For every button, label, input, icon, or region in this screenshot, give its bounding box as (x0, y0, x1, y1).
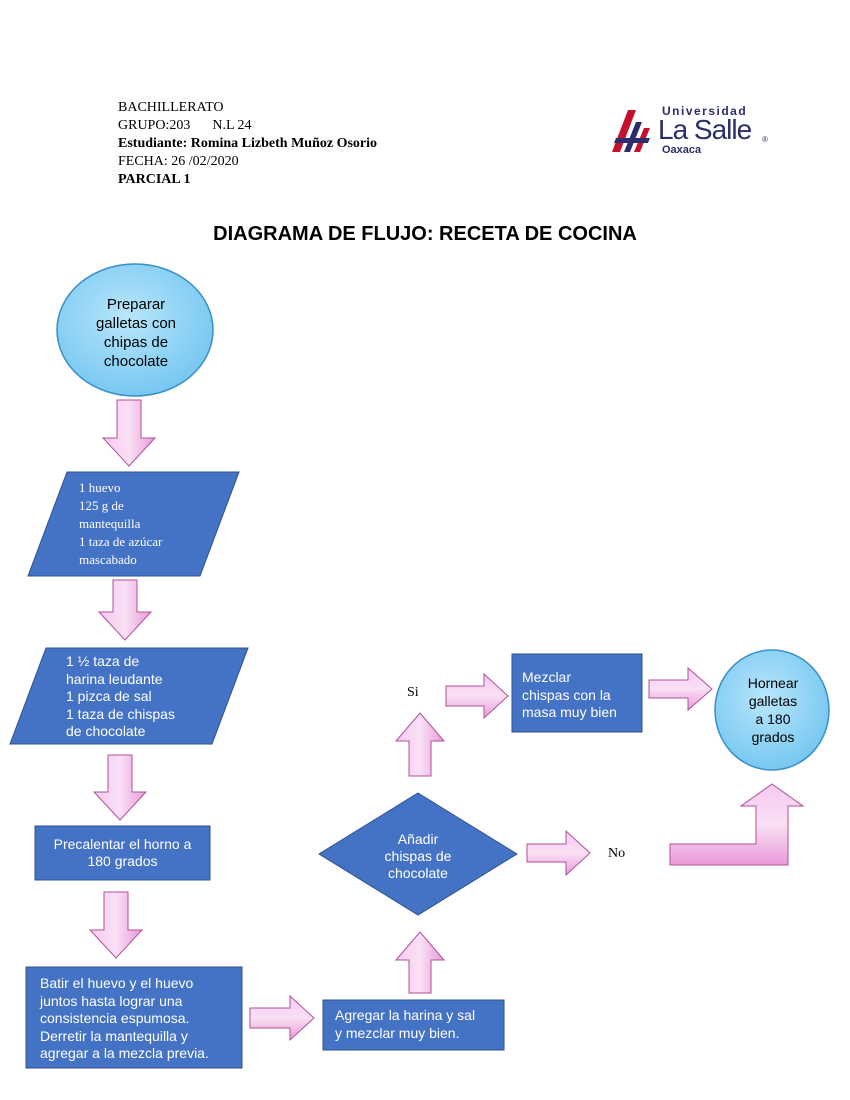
header-partial: PARCIAL 1 (118, 172, 191, 187)
header-student: Estudiante: Romina Lizbeth Muñoz Osorio (118, 136, 378, 151)
input1-line: 125 g de (79, 498, 124, 513)
preheat-process (34, 825, 211, 881)
start-line: Preparar (106, 296, 166, 313)
arrow-down-icon (92, 754, 148, 821)
bake-line: galletas (748, 693, 798, 709)
input2-line: 1 ½ taza de (66, 653, 140, 669)
no-label: No (608, 846, 626, 861)
arrow-right-icon (648, 666, 713, 712)
preheat-line: Precalentar el horno a (53, 836, 192, 852)
mix-process (511, 653, 643, 733)
arrow-down-icon (97, 579, 153, 641)
decision-line: Añadir (397, 830, 439, 847)
arrow-right-icon (526, 829, 591, 877)
input1-line: mascabado (79, 552, 137, 567)
header-level: BACHILLERATO (118, 100, 224, 115)
decision-label: Añadir chispas de chocolate (358, 828, 478, 884)
input1-line: mantequilla (79, 516, 141, 531)
la-salle-emblem-icon (612, 110, 650, 152)
start-label: Preparar galletas con chipas de chocolat… (80, 294, 192, 372)
input1-line: 1 taza de azúcar (79, 534, 163, 549)
decision-line: chispas de (384, 847, 452, 864)
beat-label: Batir el huevo y el huevo juntos hasta l… (40, 975, 240, 1063)
bake-line: a 180 (755, 711, 791, 727)
input1-line: 1 huevo (79, 480, 121, 495)
input2-line: 1 pizca de sal (66, 688, 152, 704)
decision-diamond (318, 792, 518, 916)
logo-universidad: Universidad (662, 104, 748, 118)
logo-registered: ® (762, 135, 768, 144)
header-list-number: N.L 24 (212, 118, 252, 133)
input-ingredients-1 (27, 471, 240, 577)
end-terminal (714, 649, 830, 771)
arrow-down-icon (101, 399, 157, 467)
add-flour-process (322, 999, 505, 1051)
start-line: chocolate (103, 353, 169, 370)
mix-line: masa muy bien (522, 704, 617, 720)
beat-line: agregar a la mezcla previa. (40, 1045, 209, 1061)
start-line: galletas con (95, 315, 177, 332)
logo-name: La Salle (658, 114, 752, 145)
bake-line: Hornear (747, 675, 799, 691)
arrow-right-icon (249, 994, 315, 1042)
arrow-up-icon (394, 712, 446, 777)
header-group-line: GRUPO:203 N.L 24 (118, 117, 377, 135)
mix-line: chispas con la (522, 686, 611, 703)
bent-arrow-up-icon (669, 783, 805, 866)
mix-line: Mezclar (522, 669, 572, 685)
start-line: chipas de (103, 334, 169, 351)
header-date: FECHA: 26 /02/2020 (118, 154, 239, 169)
bake-line: grados (751, 729, 795, 745)
header-info: BACHILLERATO GRUPO:203 N.L 24 Estudiante:… (118, 99, 377, 189)
add-flour-line: y mezclar muy bien. (335, 1024, 460, 1041)
yes-label: Si (407, 685, 419, 700)
preheat-label: Precalentar el horno a 180 grados (35, 826, 210, 880)
add-flour-line: Agregar la harina y sal (335, 1007, 476, 1023)
input2-line: 1 taza de chispas (66, 705, 175, 722)
input1-label: 1 huevo 125 g de mantequilla 1 taza de a… (79, 479, 209, 569)
university-logo: Universidad La Salle ® Oaxaca (606, 102, 776, 162)
input2-label: 1 ½ taza de harina leudante 1 pizca de s… (66, 653, 226, 741)
arrow-down-icon (88, 891, 144, 959)
start-terminal (56, 263, 214, 397)
beat-line: Derretir la mantequilla y (40, 1027, 188, 1044)
input2-line: harina leudante (66, 670, 163, 687)
input2-line: de chocolate (66, 723, 146, 739)
input-ingredients-2 (9, 647, 249, 745)
mix-label: Mezclar chispas con la masa muy bien (522, 669, 640, 722)
header-group: GRUPO:203 (118, 118, 191, 133)
beat-line: consistencia espumosa. (40, 1010, 190, 1026)
logo-city: Oaxaca (662, 144, 702, 156)
beat-process (25, 966, 243, 1069)
bake-label: Hornear galletas a 180 grados (730, 672, 816, 748)
preheat-line: 180 grados (87, 853, 158, 869)
decision-line: chocolate (388, 864, 448, 881)
arrow-up-icon (394, 931, 446, 994)
page-title: DIAGRAMA DE FLUJO: RECETA DE COCINA (213, 223, 637, 245)
add-flour-label: Agregar la harina y sal y mezclar muy bi… (335, 1007, 505, 1042)
beat-line: juntos hasta lograr una (40, 992, 183, 1009)
arrow-right-icon (445, 672, 509, 720)
beat-line: Batir el huevo y el huevo (40, 975, 194, 991)
